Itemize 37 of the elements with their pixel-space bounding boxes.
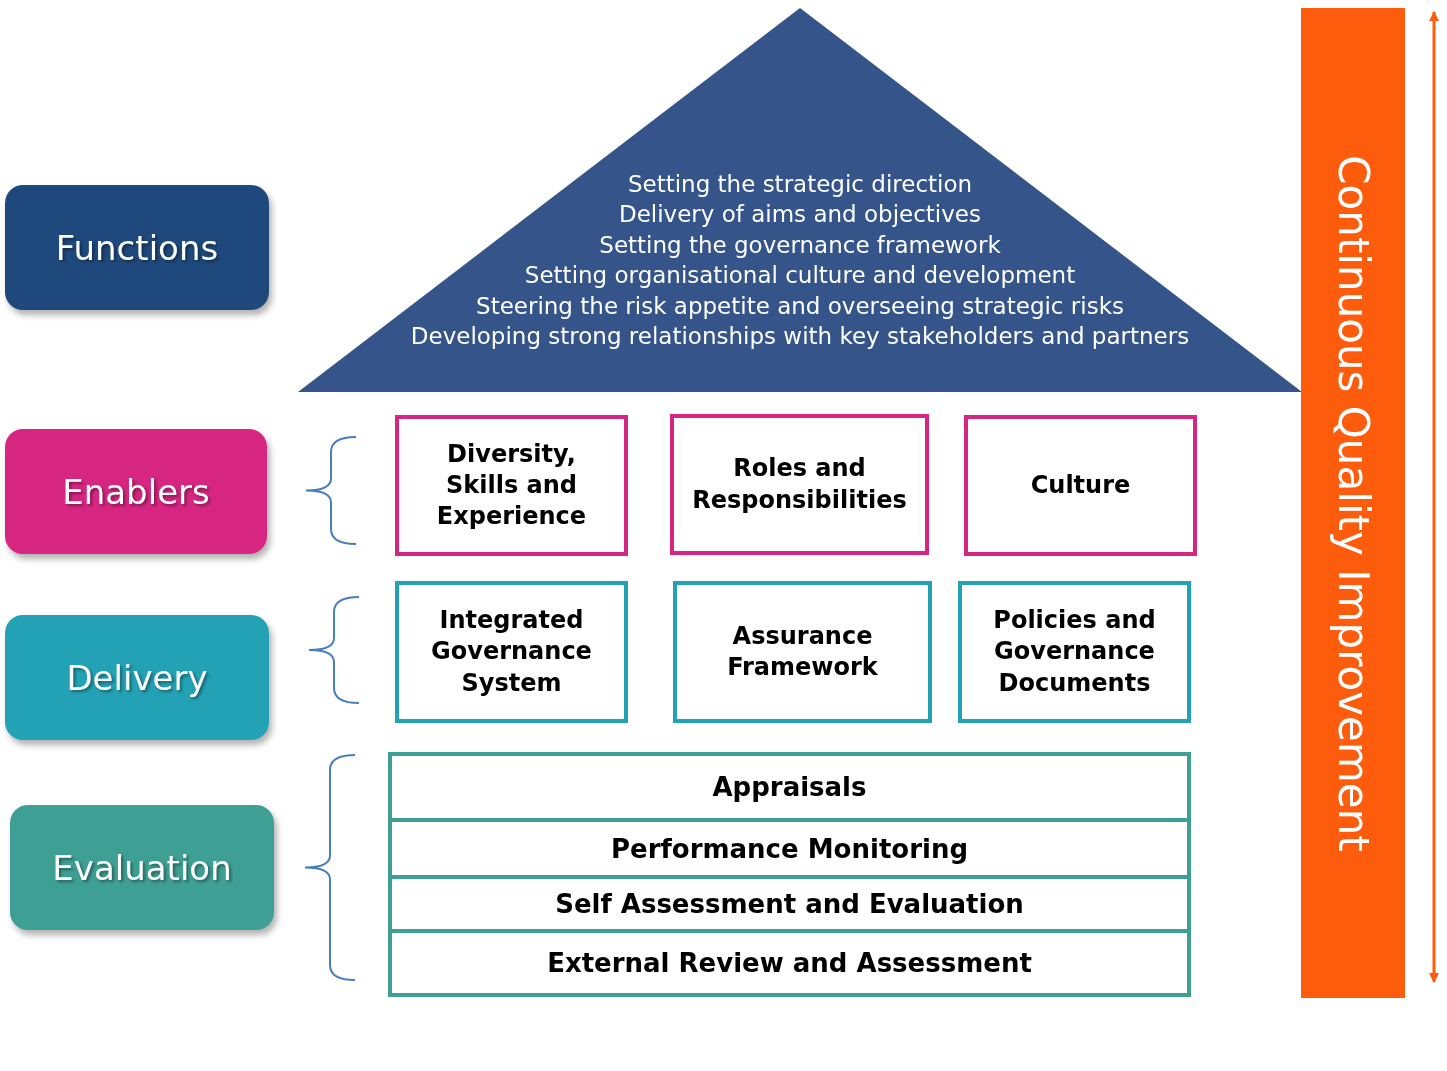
function-text: Delivery of aims and objectives [618,200,981,230]
vertical-banner [1301,8,1405,998]
foundation-row [388,752,1191,822]
label-pill [10,805,274,930]
node-label: Continuous Quality Improvement [1328,154,1378,852]
pillar-box [958,581,1191,723]
pillar-box [395,415,628,556]
pillar-box [964,415,1197,556]
pillar-box [395,581,628,723]
label-pill [5,185,269,310]
node-label: Delivery [66,657,208,698]
pillar-box [673,581,932,723]
pillar-box [670,414,929,555]
foundation-row [388,933,1191,997]
node-label: External Review and Assessment [547,948,1032,978]
label-pill [5,429,267,554]
node-label: Policies and Governance Documents [992,605,1157,699]
foundation-row [388,879,1191,933]
label-pill [5,615,269,740]
node-label: Roles and Responsibilities [691,453,908,516]
node-label: Culture [1030,469,1131,501]
node-label: Appraisals [712,772,867,802]
node-label: Enablers [62,471,210,512]
node-label: Evaluation [52,847,232,888]
node-label: Self Assessment and Evaluation [555,889,1024,919]
function-text: Developing strong relationships with key stakeholders and partners [410,322,1190,352]
function-text: Steering the risk appetite and overseeing strategic risks [476,291,1124,321]
foundation-row [388,822,1191,879]
node-label: Assurance Framework [726,620,879,683]
function-text: Setting the strategic direction [627,169,973,199]
node-label: Functions [55,227,219,268]
function-text: Setting the governance framework [599,230,1001,260]
roof-triangle [298,8,1302,392]
node-label: Performance Monitoring [610,833,969,864]
function-text: Setting organisational culture and development [524,261,1076,291]
node-label: Diversity, Skills and Experience [435,438,588,533]
node-label: Integrated Governance System [430,605,593,699]
